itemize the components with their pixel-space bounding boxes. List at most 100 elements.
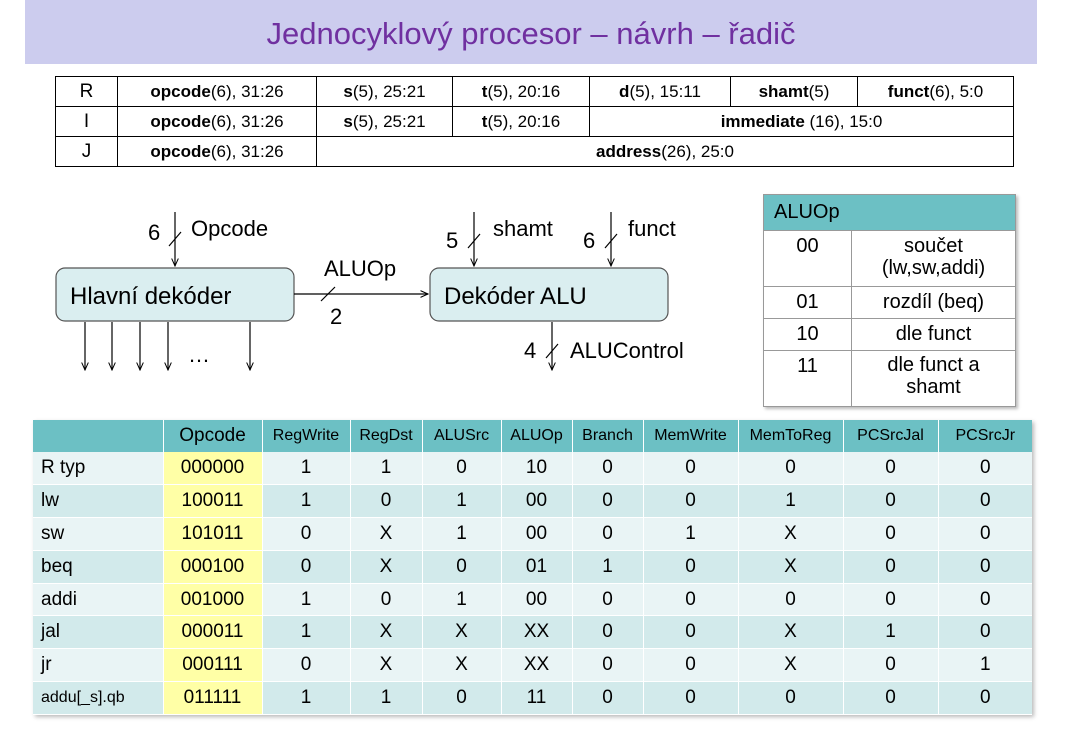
signal-cell: 1 — [737, 484, 843, 519]
signal-cell: X — [349, 517, 422, 551]
aluop-meaning: dle funct a shamt — [851, 350, 1016, 407]
opcode-cell: 000100 — [162, 550, 262, 584]
signal-cell: X — [737, 517, 843, 551]
column-header: PCSrcJr — [937, 420, 1032, 452]
format-type: J — [55, 136, 118, 167]
signal-cell: X — [349, 550, 422, 584]
signal-cell: 00 — [500, 484, 572, 519]
alucontrol-label: ALUControl — [570, 338, 684, 363]
column-header: RegDst — [349, 420, 422, 452]
signal-cell: 0 — [261, 517, 350, 551]
bus-slash — [604, 233, 618, 249]
signal-cell: X — [349, 648, 422, 683]
signal-cell: 1 — [261, 484, 350, 519]
ellipsis: … — [188, 342, 210, 367]
format-field: t(5), 20:16 — [452, 76, 590, 107]
format-field: funct(6), 5:0 — [857, 76, 1014, 107]
signal-cell: X — [421, 615, 501, 650]
signal-cell: 0 — [642, 550, 738, 584]
aluop-row: 01 rozdíl (beq) — [763, 286, 1016, 319]
signal-cell: 0 — [937, 681, 1032, 715]
funct-label: funct — [628, 216, 676, 241]
control-signals-table: Opcode RegWrite RegDst ALUSrc ALUOp Bran… — [33, 420, 1032, 715]
format-type: I — [55, 106, 118, 137]
signal-cell: 0 — [737, 452, 843, 486]
signal-cell: 0 — [571, 615, 643, 650]
format-field: address(26), 25:0 — [316, 136, 1014, 167]
signal-cell: 1 — [261, 452, 350, 486]
opcode-cell: 101011 — [162, 517, 262, 551]
opcode-cell: 100011 — [162, 484, 262, 519]
column-header: ALUSrc — [421, 420, 501, 452]
signal-cell: 0 — [261, 648, 350, 683]
format-field: s(5), 25:21 — [316, 106, 453, 137]
control-header-row: Opcode RegWrite RegDst ALUSrc ALUOp Bran… — [33, 420, 1032, 452]
format-row-j: J opcode(6), 31:26 address(26), 25:0 — [55, 136, 1014, 167]
aluop-code: 01 — [763, 286, 852, 319]
format-type: R — [55, 76, 118, 107]
signal-cell: 0 — [571, 583, 643, 617]
column-header: PCSrcJal — [842, 420, 938, 452]
signal-cell: 0 — [842, 681, 938, 715]
opcode-cell: 000000 — [162, 452, 262, 486]
signal-cell: 1 — [642, 517, 738, 551]
signal-cell: XX — [500, 648, 572, 683]
signal-cell: 0 — [937, 517, 1032, 551]
signal-cell: 0 — [937, 615, 1032, 650]
opcode-cell: 011111 — [162, 681, 262, 715]
slide-title: Jednocyklový procesor – návrh – řadič — [266, 16, 796, 51]
signal-cell: 0 — [642, 615, 738, 650]
signal-cell: X — [349, 615, 422, 650]
format-field: d(5), 15:11 — [589, 76, 731, 107]
signal-cell: 1 — [421, 517, 501, 551]
aluop-row: 11 dle funct a shamt — [763, 350, 1016, 407]
aluop-row: 10 dle funct — [763, 318, 1016, 351]
signal-cell: 1 — [571, 550, 643, 584]
signal-cell: X — [737, 615, 843, 650]
opcode-cell: 000111 — [162, 648, 262, 683]
format-field: t(5), 20:16 — [452, 106, 590, 137]
signal-cell: 0 — [571, 452, 643, 486]
signal-cell: 1 — [842, 615, 938, 650]
aluop-width: 2 — [330, 304, 342, 329]
column-header: Branch — [571, 420, 643, 452]
instruction-name: beq — [33, 550, 163, 584]
signal-cell: 0 — [937, 550, 1032, 584]
instruction-name: addu[_s].qb — [33, 681, 163, 715]
aluop-code: 10 — [763, 318, 852, 351]
signal-cell: 0 — [261, 550, 350, 584]
aluop-row: 00 součet (lw,sw,addi) — [763, 230, 1016, 287]
column-header: Opcode — [162, 420, 262, 452]
signal-cell: X — [737, 550, 843, 584]
signal-cell: 0 — [937, 452, 1032, 486]
alucontrol-width: 4 — [524, 338, 536, 363]
signal-cell: 0 — [571, 484, 643, 519]
opcode-cell: 000011 — [162, 615, 262, 650]
bus-slash — [545, 343, 559, 359]
column-header: RegWrite — [261, 420, 350, 452]
aluop-meaning: rozdíl (beq) — [851, 286, 1016, 319]
signal-cell: X — [737, 648, 843, 683]
alu-decoder-box — [429, 267, 669, 322]
signal-cell: 0 — [842, 583, 938, 617]
bus-slash — [467, 233, 481, 249]
funct-width: 6 — [583, 228, 595, 253]
opcode-label: Opcode — [191, 216, 268, 241]
decoder-diagram: Hlavní dekóder Dekóder ALU 6 Opcode ALUO… — [55, 212, 684, 400]
signal-cell: 0 — [421, 550, 501, 584]
signal-cell: 1 — [421, 484, 501, 519]
signal-cell: 0 — [349, 484, 422, 519]
title-bar: Jednocyklový procesor – návrh – řadič — [25, 0, 1037, 64]
instruction-name: addi — [33, 583, 163, 617]
signal-cell: 0 — [571, 681, 643, 715]
aluop-meaning: součet (lw,sw,addi) — [851, 230, 1016, 287]
signal-cell: 0 — [937, 583, 1032, 617]
opcode-cell: 001000 — [162, 583, 262, 617]
signal-cell: 0 — [642, 648, 738, 683]
signal-cell: 0 — [642, 484, 738, 519]
signal-cell: 1 — [261, 681, 350, 715]
